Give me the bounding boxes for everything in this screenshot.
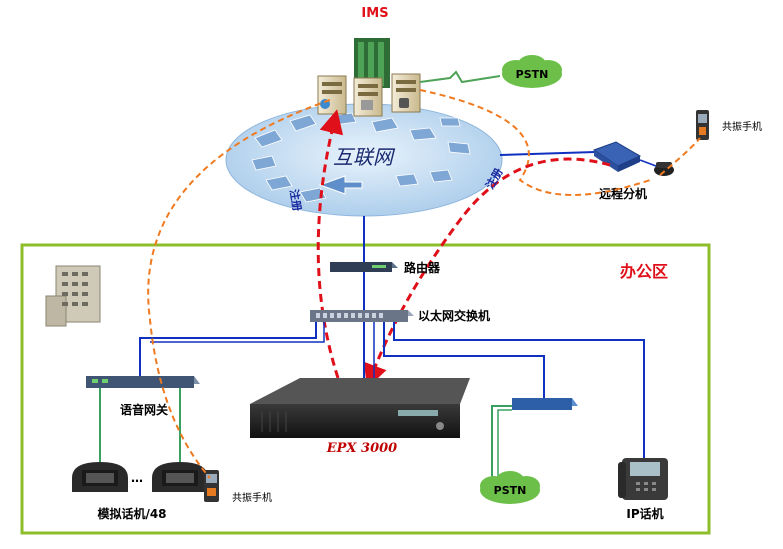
ims-pstn-link [419,70,501,84]
switch-gateway-link-2 [150,322,325,343]
voice-gateway-label: 语音网关 [120,402,168,417]
pstn-label-bottom: PSTN [494,484,527,497]
orange-dash-left-arc [147,99,331,479]
analog-phone-1-icon [72,462,128,492]
trunk-gateway-icon [512,398,578,410]
register-dash-right [364,157,611,389]
analog-ellipsis: … [131,471,143,485]
resonance-phone-bottom-icon [204,470,219,502]
epx-label: EPX 3000 [326,441,397,456]
switch-gateway-link [139,322,317,378]
remote-extension-device-icon [592,141,642,172]
remote-extension-label: 远程分机 [599,186,647,201]
ims-server-1-icon [317,75,347,115]
remote-ext-phone-link [639,159,657,167]
resonance-phone-bottom-label: 共振手机 [232,491,272,504]
pstn-cloud-top [502,55,562,88]
router-icon [330,262,398,272]
trunk-pstn-link [491,405,512,478]
switch-label: 以太网交换机 [418,308,490,323]
orange-dash-top-arc [419,89,651,196]
orange-dash-remote [659,137,701,176]
ims-server-3-icon [391,73,421,113]
office-building-icon [45,265,101,327]
pstn-cloud-bottom [480,471,540,504]
internet-remote-link [499,151,596,156]
remote-telephone-icon [654,162,674,176]
internet-label: 互联网 [333,145,396,169]
office-zone-border [20,243,711,535]
epx-3000-device-icon [250,378,470,438]
ip-phone-label: IP话机 [626,506,663,521]
resonance-phone-top-label: 共振手机 [722,120,762,133]
ims-server-2-icon [353,77,383,117]
ip-phone-icon [618,458,668,500]
switch-blue-device-link [383,322,545,398]
ims-title: IMS [361,6,388,21]
register-label-left: 注册 [287,188,305,212]
office-zone-label: 办公区 [620,262,668,281]
router-label: 路由器 [404,260,441,275]
analog-phone-2-icon [152,462,208,492]
resonance-phone-top-icon [696,110,709,140]
analog-phone-label: 模拟话机/48 [97,506,166,521]
register-dash-left [316,109,344,379]
ethernet-switch-icon [310,310,414,322]
switch-ip-phone-link [393,322,645,460]
pstn-label-top: PSTN [516,68,549,81]
voice-gateway-icon [86,376,200,388]
trunk-pstn-link-2 [497,409,512,478]
